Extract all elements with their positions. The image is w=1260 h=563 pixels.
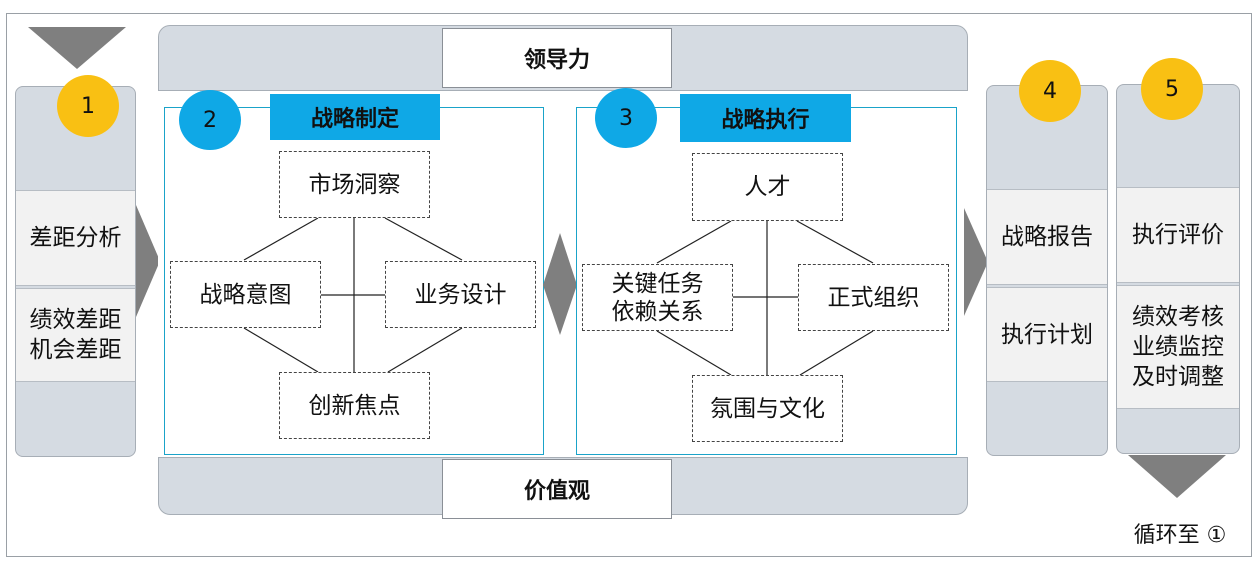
values-label: 价值观 <box>442 459 672 519</box>
business-design-box: 业务设计 <box>385 261 536 328</box>
left-item-gap-analysis: 差距分析 <box>16 190 135 286</box>
right-arrow-icon <box>136 205 160 317</box>
execution-plan-item: 执行计划 <box>987 287 1107 382</box>
strategic-intent-box: 战略意图 <box>170 261 321 328</box>
strategy-execution-title: 战略执行 <box>680 94 851 142</box>
market-insight-box: 市场洞察 <box>279 151 430 218</box>
formal-organization-box: 正式组织 <box>798 264 949 331</box>
climate-culture-box: 氛围与文化 <box>692 375 843 442</box>
down-arrow-icon <box>1128 455 1226 498</box>
step-4-badge: 4 <box>1019 60 1081 122</box>
strategy-report-item: 战略报告 <box>987 189 1107 285</box>
diamond-arrow-icon <box>543 233 577 335</box>
step-3-badge: 3 <box>595 88 657 148</box>
leadership-label: 领导力 <box>442 28 672 88</box>
outer-frame <box>6 13 1252 557</box>
loop-note: 循环至 ① <box>1133 523 1227 548</box>
step-2-badge: 2 <box>179 90 241 150</box>
step-1-badge: 1 <box>57 75 119 137</box>
talent-box: 人才 <box>692 153 843 221</box>
strategy-formulation-title: 战略制定 <box>270 94 440 140</box>
step-5-badge: 5 <box>1141 58 1203 120</box>
key-tasks-box: 关键任务 依赖关系 <box>582 264 733 331</box>
down-arrow-icon <box>28 27 126 69</box>
performance-monitoring-item: 绩效考核 业绩监控 及时调整 <box>1117 285 1239 409</box>
execution-evaluation-item: 执行评价 <box>1117 187 1239 283</box>
left-item-performance-gap: 绩效差距 机会差距 <box>16 288 135 382</box>
innovation-focus-box: 创新焦点 <box>279 372 430 439</box>
right-arrow-icon <box>964 208 988 316</box>
